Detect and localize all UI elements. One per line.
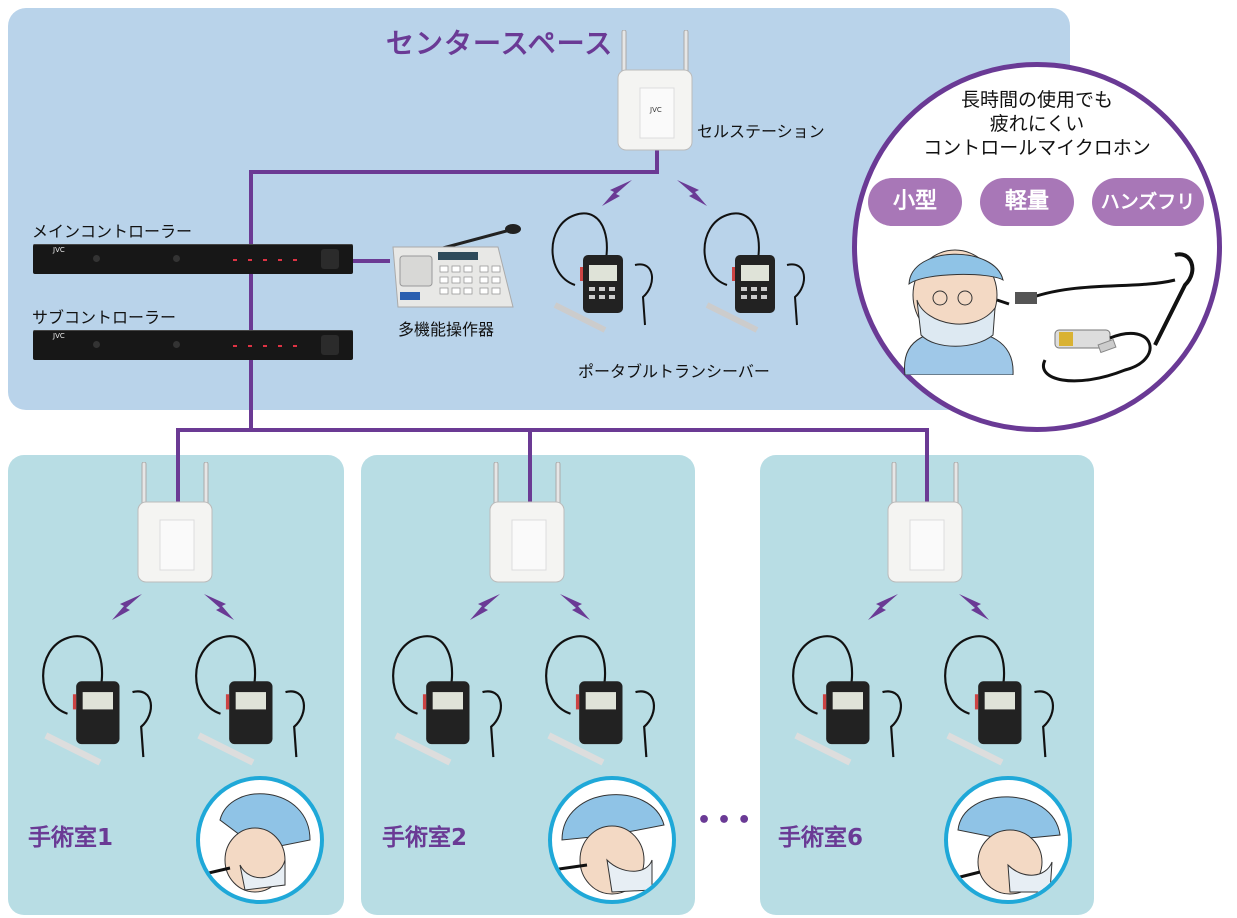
brand-label: JVC <box>649 106 662 114</box>
feature-line: 疲れにくい <box>989 113 1085 135</box>
operator-label: 多機能操作器 <box>398 320 495 339</box>
room-label-6: 手術室6 <box>778 825 864 851</box>
cell-station-wire <box>655 140 659 174</box>
transceiver-icon <box>545 635 656 766</box>
badge-small: 小型 <box>868 178 962 226</box>
cell-station-icon <box>489 462 565 583</box>
operator-console-icon <box>392 224 521 308</box>
transceiver-label: ポータブルトランシーバー <box>578 362 770 381</box>
transceiver-icon <box>42 635 153 766</box>
radio-wave-icon <box>959 594 989 620</box>
center-space-title: センタースペース <box>386 27 614 60</box>
transceiver-icon <box>551 212 654 333</box>
operator-wire <box>330 259 390 263</box>
room2-wire <box>528 428 532 522</box>
transceiver-icon <box>944 635 1055 766</box>
radio-wave-icon <box>112 594 142 620</box>
room-label-1: 手術室1 <box>28 825 114 851</box>
more-rooms-ellipsis: ••• <box>697 808 758 833</box>
feature-text: 長時間の使用でも 疲れにくい コントロールマイクロホン <box>877 88 1197 160</box>
radio-wave-icon <box>868 594 898 620</box>
center-top-wire <box>249 170 657 174</box>
surgeon-face-icon <box>196 776 324 904</box>
transceiver-icon <box>792 635 903 766</box>
radio-wave-icon <box>470 594 500 620</box>
trunk-wire <box>249 170 253 430</box>
room1-wire <box>176 428 180 522</box>
room-label-2: 手術室2 <box>382 825 468 851</box>
transceiver-icon <box>392 635 503 766</box>
transceiver-icon <box>703 212 806 333</box>
microphone-headset-icon <box>1015 252 1195 383</box>
radio-wave-icon <box>560 594 590 620</box>
badge-light: 軽量 <box>980 178 1074 226</box>
feature-line: 長時間の使用でも <box>960 89 1113 111</box>
surgeon-face-icon <box>904 249 1014 375</box>
badge-handsfree: ハンズフリー <box>1092 178 1204 261</box>
cell-station-icon <box>137 462 213 583</box>
sub-controller-icon: JVC <box>33 330 353 360</box>
brand-label: JVC <box>53 246 65 254</box>
feature-line: コントロールマイクロホン <box>923 137 1151 159</box>
radio-wave-icon <box>204 594 234 620</box>
transceiver-icon <box>195 635 306 766</box>
main-controller-label: メインコントローラー <box>32 222 193 241</box>
surgeon-face-icon <box>548 776 676 904</box>
main-controller-icon: JVC <box>33 244 353 274</box>
room-distribution-wire <box>176 428 928 432</box>
cell-station-label: セルステーション <box>697 122 825 141</box>
room6-wire <box>925 428 929 522</box>
brand-label: JVC <box>53 332 65 340</box>
cell-station-icon <box>887 462 963 583</box>
cell-station-icon: JVC <box>617 30 693 151</box>
surgeon-face-icon <box>944 776 1072 904</box>
radio-wave-icon <box>602 180 632 206</box>
sub-controller-label: サブコントローラー <box>32 308 177 327</box>
radio-wave-icon <box>677 180 707 206</box>
